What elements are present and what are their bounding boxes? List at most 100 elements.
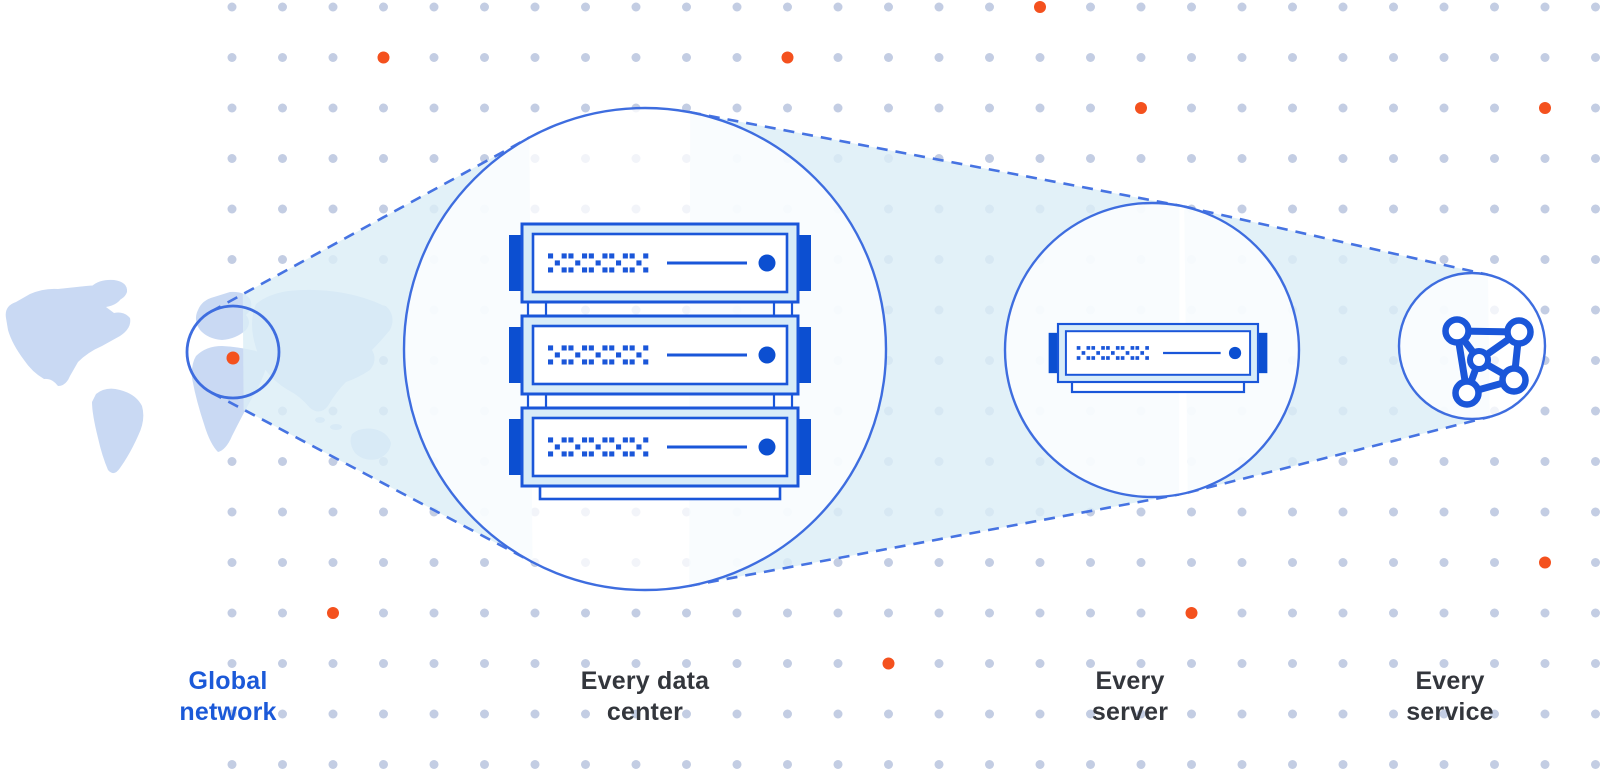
led-matrix-dot xyxy=(548,345,554,351)
led-matrix-dot xyxy=(1115,346,1120,350)
led-matrix-dot xyxy=(582,253,588,259)
server-unit xyxy=(509,406,811,488)
led-matrix-dot xyxy=(568,359,574,365)
grid-dot xyxy=(581,709,590,719)
led-matrix-dot xyxy=(1081,351,1086,355)
grid-dot xyxy=(985,154,994,163)
grid-dot xyxy=(1237,204,1247,214)
grid-dot xyxy=(1490,760,1499,769)
grid-dot xyxy=(429,154,439,163)
grid-dot xyxy=(1288,2,1297,12)
label-every-server: Every server xyxy=(1091,667,1169,726)
grid-dot xyxy=(1338,103,1348,113)
grid-dot xyxy=(1288,507,1297,517)
grid-dot xyxy=(1237,53,1247,62)
led-matrix-dot xyxy=(1125,351,1130,355)
grid-dot xyxy=(1035,53,1045,62)
grid-dot xyxy=(682,709,691,719)
led-matrix-dot xyxy=(554,444,560,450)
grid-dot xyxy=(1288,709,1297,719)
grid-dot xyxy=(227,154,237,163)
grid-dot xyxy=(1338,53,1348,62)
accent-dot xyxy=(1185,607,1198,619)
grid-dot xyxy=(985,760,994,769)
grid-dot xyxy=(429,2,439,12)
grid-dot xyxy=(1086,760,1095,769)
grid-dot xyxy=(934,608,944,618)
grid-dot xyxy=(379,2,388,12)
led-matrix-dot xyxy=(1120,346,1125,350)
grid-dot xyxy=(1389,2,1398,12)
grid-dot xyxy=(1389,608,1398,618)
beam-dashed-line xyxy=(1183,205,1489,277)
server-unit xyxy=(509,314,811,396)
led-matrix-dot xyxy=(643,253,649,259)
grid-dot xyxy=(379,608,388,618)
grid-dot xyxy=(278,2,287,12)
grid-dot xyxy=(1136,507,1146,517)
grid-dot xyxy=(833,709,843,719)
led-matrix-dot xyxy=(1086,356,1091,360)
grid-dot xyxy=(227,2,237,12)
grid-dot xyxy=(429,709,439,719)
grid-dot xyxy=(227,53,237,62)
led-matrix-dot xyxy=(609,345,615,351)
grid-dot xyxy=(1389,457,1398,466)
grid-dot xyxy=(1389,204,1398,214)
led-matrix-dot xyxy=(595,260,601,266)
led-matrix-dot xyxy=(1106,356,1110,360)
accent-dot xyxy=(781,51,794,64)
grid-dot xyxy=(379,709,388,719)
grid-dot xyxy=(1389,709,1398,719)
grid-dot xyxy=(429,760,439,769)
grid-dot xyxy=(1490,2,1499,12)
grid-dot xyxy=(934,53,944,62)
grid-dot xyxy=(1540,204,1550,214)
grid-dot xyxy=(328,709,338,719)
grid-dot xyxy=(1490,709,1499,719)
grid-dot xyxy=(1086,709,1095,719)
led-matrix-dot xyxy=(1130,356,1135,360)
grid-dot xyxy=(1389,154,1398,163)
led-matrix-dot xyxy=(561,359,567,365)
grid-dot xyxy=(682,608,691,618)
grid-dot xyxy=(631,659,641,668)
grid-dot xyxy=(833,53,843,62)
grid-dot xyxy=(1490,255,1499,264)
led-matrix-dot xyxy=(629,345,635,351)
led-matrix-dot xyxy=(582,345,588,351)
grid-dot xyxy=(1035,558,1045,567)
grid-dot xyxy=(480,709,489,719)
grid-dot xyxy=(1389,507,1398,517)
grid-dot xyxy=(1237,659,1247,668)
grid-dot xyxy=(884,558,893,567)
led-matrix-dot xyxy=(588,267,594,273)
grid-dot xyxy=(480,760,489,769)
grid-dot xyxy=(1540,760,1550,769)
grid-dot xyxy=(1338,659,1348,668)
mesh-node xyxy=(1504,317,1534,347)
grid-dot xyxy=(1086,53,1095,62)
status-light xyxy=(758,254,776,272)
grid-dot xyxy=(783,709,792,719)
led-matrix-dot xyxy=(1115,356,1120,360)
grid-dot xyxy=(1490,507,1499,517)
grid-dot xyxy=(1540,507,1550,517)
grid-dot xyxy=(227,608,237,618)
grid-dot xyxy=(1591,356,1600,365)
grid-dot xyxy=(1338,558,1348,567)
led-matrix-dot xyxy=(636,260,642,266)
grid-dot xyxy=(278,457,287,466)
grid-dot xyxy=(581,659,590,668)
grid-dot xyxy=(278,709,287,719)
grid-dot xyxy=(833,659,843,668)
grid-dot xyxy=(1591,53,1600,62)
grid-dot xyxy=(1187,154,1196,163)
grid-dot xyxy=(530,760,540,769)
grid-dot xyxy=(1490,53,1499,62)
grid-dot xyxy=(227,659,237,668)
grid-dot xyxy=(1136,608,1146,618)
grid-dot xyxy=(530,659,540,668)
led-matrix-dot xyxy=(588,359,594,365)
